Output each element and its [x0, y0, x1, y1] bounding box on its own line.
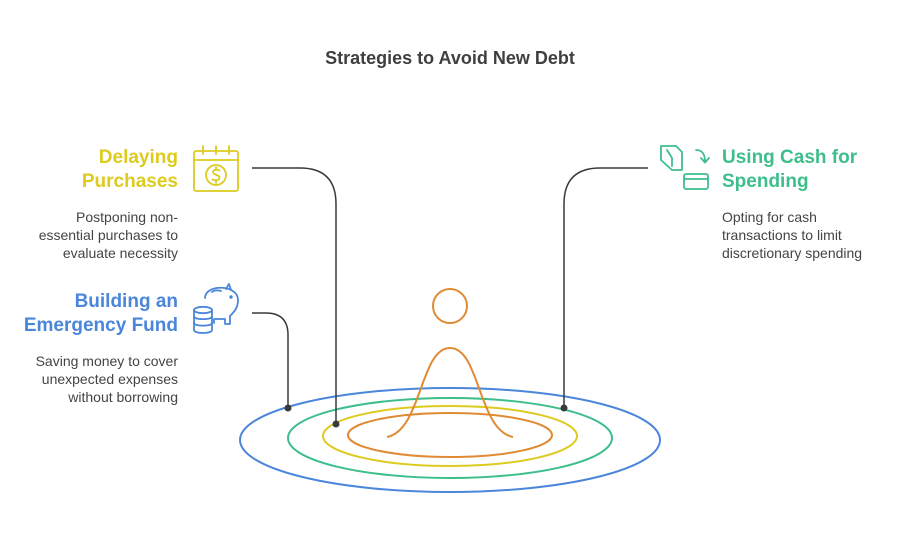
description-line: evaluate necessity [62, 245, 178, 261]
heading-emergency-fund: Building an Emergency Fund [24, 290, 178, 338]
ripple-ring-orange [347, 412, 553, 458]
heading-line: Building an [74, 291, 178, 312]
description-line: without borrowing [68, 389, 178, 405]
description-line: discretionary spending [722, 245, 863, 261]
wallet-card-icon [660, 145, 710, 190]
ripple-ring-blue [239, 387, 661, 493]
heading-delaying-purchases: Delaying Purchases [82, 146, 178, 194]
figure-head [432, 288, 468, 324]
heading-line: Spending [722, 171, 809, 192]
connector-emergency [252, 312, 289, 408]
heading-line: Purchases [81, 171, 178, 192]
description-line: transactions to limit [722, 227, 842, 243]
description-line: Opting for cash [722, 209, 817, 225]
connector-delaying [252, 167, 337, 424]
calendar-dollar-icon [193, 145, 239, 192]
description-line: unexpected expenses [41, 371, 178, 387]
description-line: Postponing non- [76, 209, 178, 225]
description-line: Saving money to cover [35, 353, 178, 369]
connector-dot-delaying [332, 420, 340, 428]
heading-line: Delaying [98, 147, 178, 168]
description-emergency-fund: Saving money to cover unexpected expense… [36, 352, 178, 406]
figure-body [386, 346, 514, 438]
description-line: essential purchases to [38, 227, 178, 243]
description-delaying-purchases: Postponing non- essential purchases to e… [39, 208, 178, 262]
heading-line: Emergency Fund [23, 315, 178, 336]
heading-using-cash: Using Cash for Spending [722, 146, 857, 194]
heading-line: Using Cash for [722, 147, 858, 168]
piggy-bank-coins-icon [193, 283, 239, 334]
connector-dot-cash [560, 404, 568, 412]
connector-cash [563, 167, 648, 408]
description-using-cash: Opting for cash transactions to limit di… [722, 208, 862, 262]
ripple-ring-yellow [322, 405, 578, 467]
page-title: Strategies to Avoid New Debt [325, 48, 575, 68]
ripple-ring-green [287, 397, 613, 479]
connector-dot-emergency [284, 404, 292, 412]
